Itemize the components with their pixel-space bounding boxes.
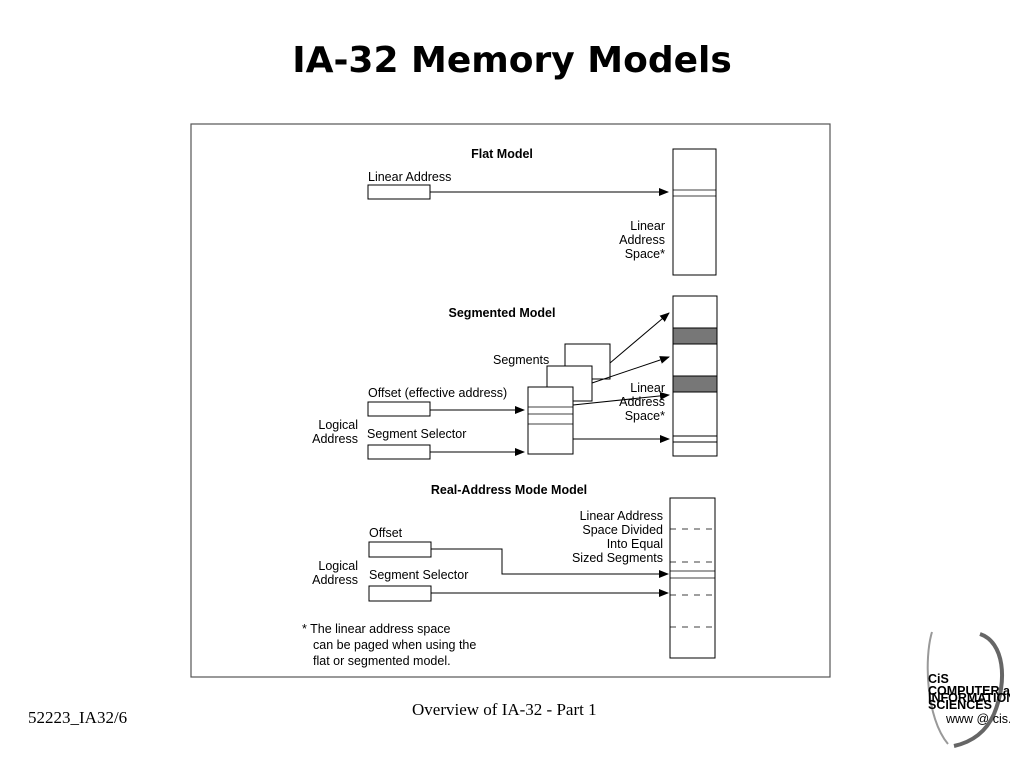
real-space-label-2: Space Divided — [582, 523, 663, 537]
footnote-line-2: can be paged when using the — [313, 638, 476, 652]
segment-box-front — [527, 386, 574, 455]
real-model-heading: Real-Address Mode Model — [431, 483, 587, 497]
footnote-line-1: * The linear address space — [302, 622, 451, 636]
real-logical-address-1: Logical — [318, 559, 358, 573]
cis-logo: CiS COMPUTER and INFORMATION SCIENCES ww… — [926, 631, 1010, 748]
flat-linear-address-box — [367, 184, 431, 200]
real-space-label-3: Into Equal — [607, 537, 663, 551]
segmented-space-label-2: Address — [619, 395, 665, 409]
real-selector-label: Segment Selector — [369, 568, 468, 582]
segmented-model-heading: Segmented Model — [449, 306, 556, 320]
slide-footer-title: Overview of IA-32 - Part 1 — [412, 700, 597, 719]
segmented-offset-label: Offset (effective address) — [368, 386, 507, 400]
segmented-offset-box — [367, 401, 431, 417]
flat-space-label-2: Address — [619, 233, 665, 247]
flat-linear-space — [672, 148, 717, 276]
real-space-label-1: Linear Address — [580, 509, 663, 523]
memory-models-diagram: Flat Model Linear Address Linear Address… — [190, 123, 831, 678]
slide-number: 52223_IA32/6 — [28, 708, 128, 727]
real-offset-box — [368, 541, 432, 558]
logo-line-2: INFORMATION — [928, 691, 1010, 705]
real-logical-address-2: Address — [312, 573, 358, 587]
flat-model: Flat Model Linear Address Linear Address… — [367, 147, 717, 276]
flat-model-heading: Flat Model — [471, 147, 533, 161]
logo-url: www @ cis.strath.ac.uk — [945, 712, 1010, 726]
logo-line-1: COMPUTER and — [928, 684, 1010, 698]
real-offset-label: Offset — [369, 526, 403, 540]
segmented-space-label-1: Linear — [630, 381, 665, 395]
logo-swoosh — [953, 632, 1005, 748]
diagram-frame — [190, 123, 831, 678]
segments-label: Segments — [493, 353, 549, 367]
footnote-line-3: flat or segmented model. — [313, 654, 451, 668]
slide-title: IA-32 Memory Models — [292, 40, 732, 81]
real-address-model: Real-Address Mode Model Offset Logical A… — [312, 483, 716, 659]
real-selector-box — [368, 585, 432, 602]
segmented-logical-address-2: Address — [312, 432, 358, 446]
segmented-logical-address-1: Logical — [318, 418, 358, 432]
segment-mapped-region-3 — [672, 435, 718, 443]
segmented-model: Segmented Model Segments Offset (effecti… — [312, 295, 718, 460]
segment-mapped-region-1 — [672, 327, 718, 345]
segmented-selector-box — [367, 444, 431, 460]
flat-space-label-3: Space* — [625, 247, 665, 261]
real-space-label-4: Sized Segments — [572, 551, 663, 565]
segmented-space-label-3: Space* — [625, 409, 665, 423]
flat-linear-address-label: Linear Address — [368, 170, 451, 184]
footnote: * The linear address space can be paged … — [302, 622, 476, 668]
logo-text: CiS — [928, 672, 949, 686]
flat-space-label-1: Linear — [630, 219, 665, 233]
segmented-selector-label: Segment Selector — [367, 427, 466, 441]
logo-line-3: SCIENCES — [928, 698, 992, 712]
segment-mapped-region-2 — [672, 375, 718, 393]
